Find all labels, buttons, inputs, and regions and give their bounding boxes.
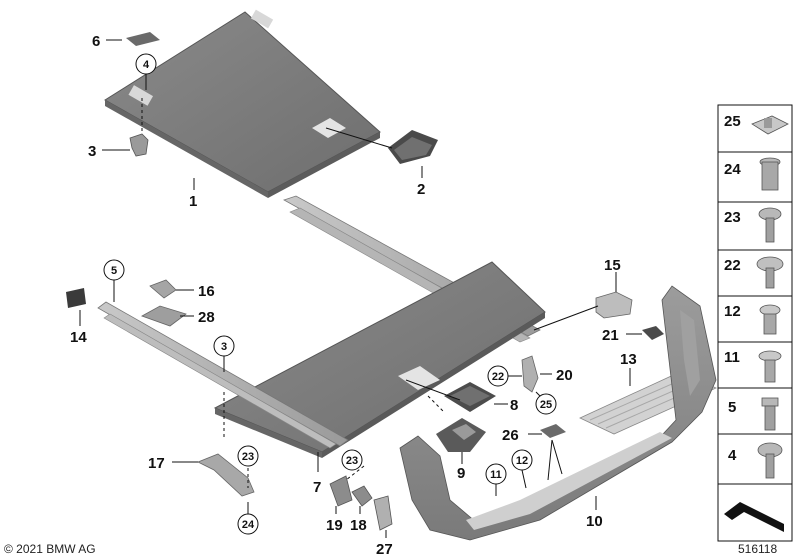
svg-text:23: 23 <box>346 455 358 467</box>
rail-lower-left <box>97 301 349 449</box>
label-16: 16 <box>198 283 215 300</box>
circled-label-23-left: 23 <box>237 445 259 467</box>
svg-text:12: 12 <box>516 455 528 467</box>
label-8: 8 <box>510 397 518 414</box>
panel-label-5: 5 <box>728 399 736 416</box>
rivet-nut-icon <box>759 157 781 191</box>
label-7: 7 <box>313 479 321 496</box>
svg-text:11: 11 <box>490 469 502 481</box>
label-9: 9 <box>457 465 465 482</box>
panel-label-4: 4 <box>728 447 737 464</box>
clip-18 <box>351 485 373 507</box>
profile-strip-icon <box>724 502 784 532</box>
label-10: 10 <box>586 513 603 530</box>
screw-4-icon <box>757 442 783 479</box>
floor-panel-upper <box>104 9 381 198</box>
bracket-3-upper <box>129 133 149 157</box>
svg-text:24: 24 <box>242 519 255 531</box>
push-rivet-icon <box>758 350 782 383</box>
svg-text:22: 22 <box>492 371 504 383</box>
label-21: 21 <box>602 327 619 344</box>
panel-label-22: 22 <box>724 257 741 274</box>
label-2: 2 <box>417 181 425 198</box>
cap-6 <box>126 32 160 46</box>
label-18: 18 <box>350 517 367 534</box>
svg-text:3: 3 <box>221 341 227 353</box>
panel-label-25: 25 <box>724 113 741 130</box>
label-17: 17 <box>148 455 165 472</box>
handle-cover-8 <box>444 382 496 412</box>
fastener-panel: 25 24 23 22 12 11 5 4 <box>717 104 793 542</box>
label-3-upper: 3 <box>88 143 96 160</box>
clip-15 <box>595 291 633 319</box>
copyright-text: © 2021 BMW AG <box>4 542 96 556</box>
bracket-28 <box>141 305 187 327</box>
clip-16 <box>149 279 177 299</box>
svg-text:4: 4 <box>143 59 150 71</box>
circled-label-11: 11 <box>485 463 507 485</box>
label-19: 19 <box>326 517 343 534</box>
bracket-20 <box>521 355 539 393</box>
panel-label-11: 11 <box>724 349 740 366</box>
expanding-rivet-icon <box>759 304 781 335</box>
bracket-27 <box>373 495 393 531</box>
label-20: 20 <box>556 367 573 384</box>
circled-label-22: 22 <box>487 365 509 387</box>
leader-lines <box>79 39 642 538</box>
label-26: 26 <box>502 427 519 444</box>
label-13: 13 <box>620 351 637 368</box>
cap-26 <box>540 424 566 438</box>
label-28: 28 <box>198 309 215 326</box>
svg-text:5: 5 <box>111 265 117 277</box>
label-6: 6 <box>92 33 100 50</box>
circled-label-3: 3 <box>213 335 235 357</box>
sill-trim-10 <box>399 285 717 541</box>
screw-icon <box>758 207 782 243</box>
circled-label-5: 5 <box>103 259 125 281</box>
floor-panel-lower <box>213 261 546 458</box>
clip-21 <box>642 326 664 340</box>
panel-label-24: 24 <box>724 161 741 178</box>
panel-label-12: 12 <box>724 303 741 320</box>
label-27: 27 <box>376 541 393 558</box>
label-1: 1 <box>189 193 197 210</box>
svg-text:25: 25 <box>540 399 552 411</box>
bracket-17 <box>197 453 255 497</box>
circled-label-25: 25 <box>535 393 557 415</box>
circled-label-23-mid: 23 <box>341 449 363 471</box>
spring-nut-icon <box>751 115 789 135</box>
mount-9 <box>436 418 486 452</box>
diagram-number: 516118 <box>738 542 778 556</box>
label-15: 15 <box>604 257 621 274</box>
circled-label-24: 24 <box>237 513 259 535</box>
circled-label-4-upper: 4 <box>135 53 157 75</box>
label-14: 14 <box>70 329 87 346</box>
svg-text:23: 23 <box>242 451 254 463</box>
clip-19 <box>329 475 353 507</box>
circled-label-12: 12 <box>511 449 533 471</box>
handle-cover-2 <box>388 130 438 164</box>
flange-screw-icon <box>756 256 784 289</box>
panel-label-23: 23 <box>724 209 741 226</box>
bolt-icon <box>761 397 779 431</box>
block-14 <box>66 288 86 308</box>
